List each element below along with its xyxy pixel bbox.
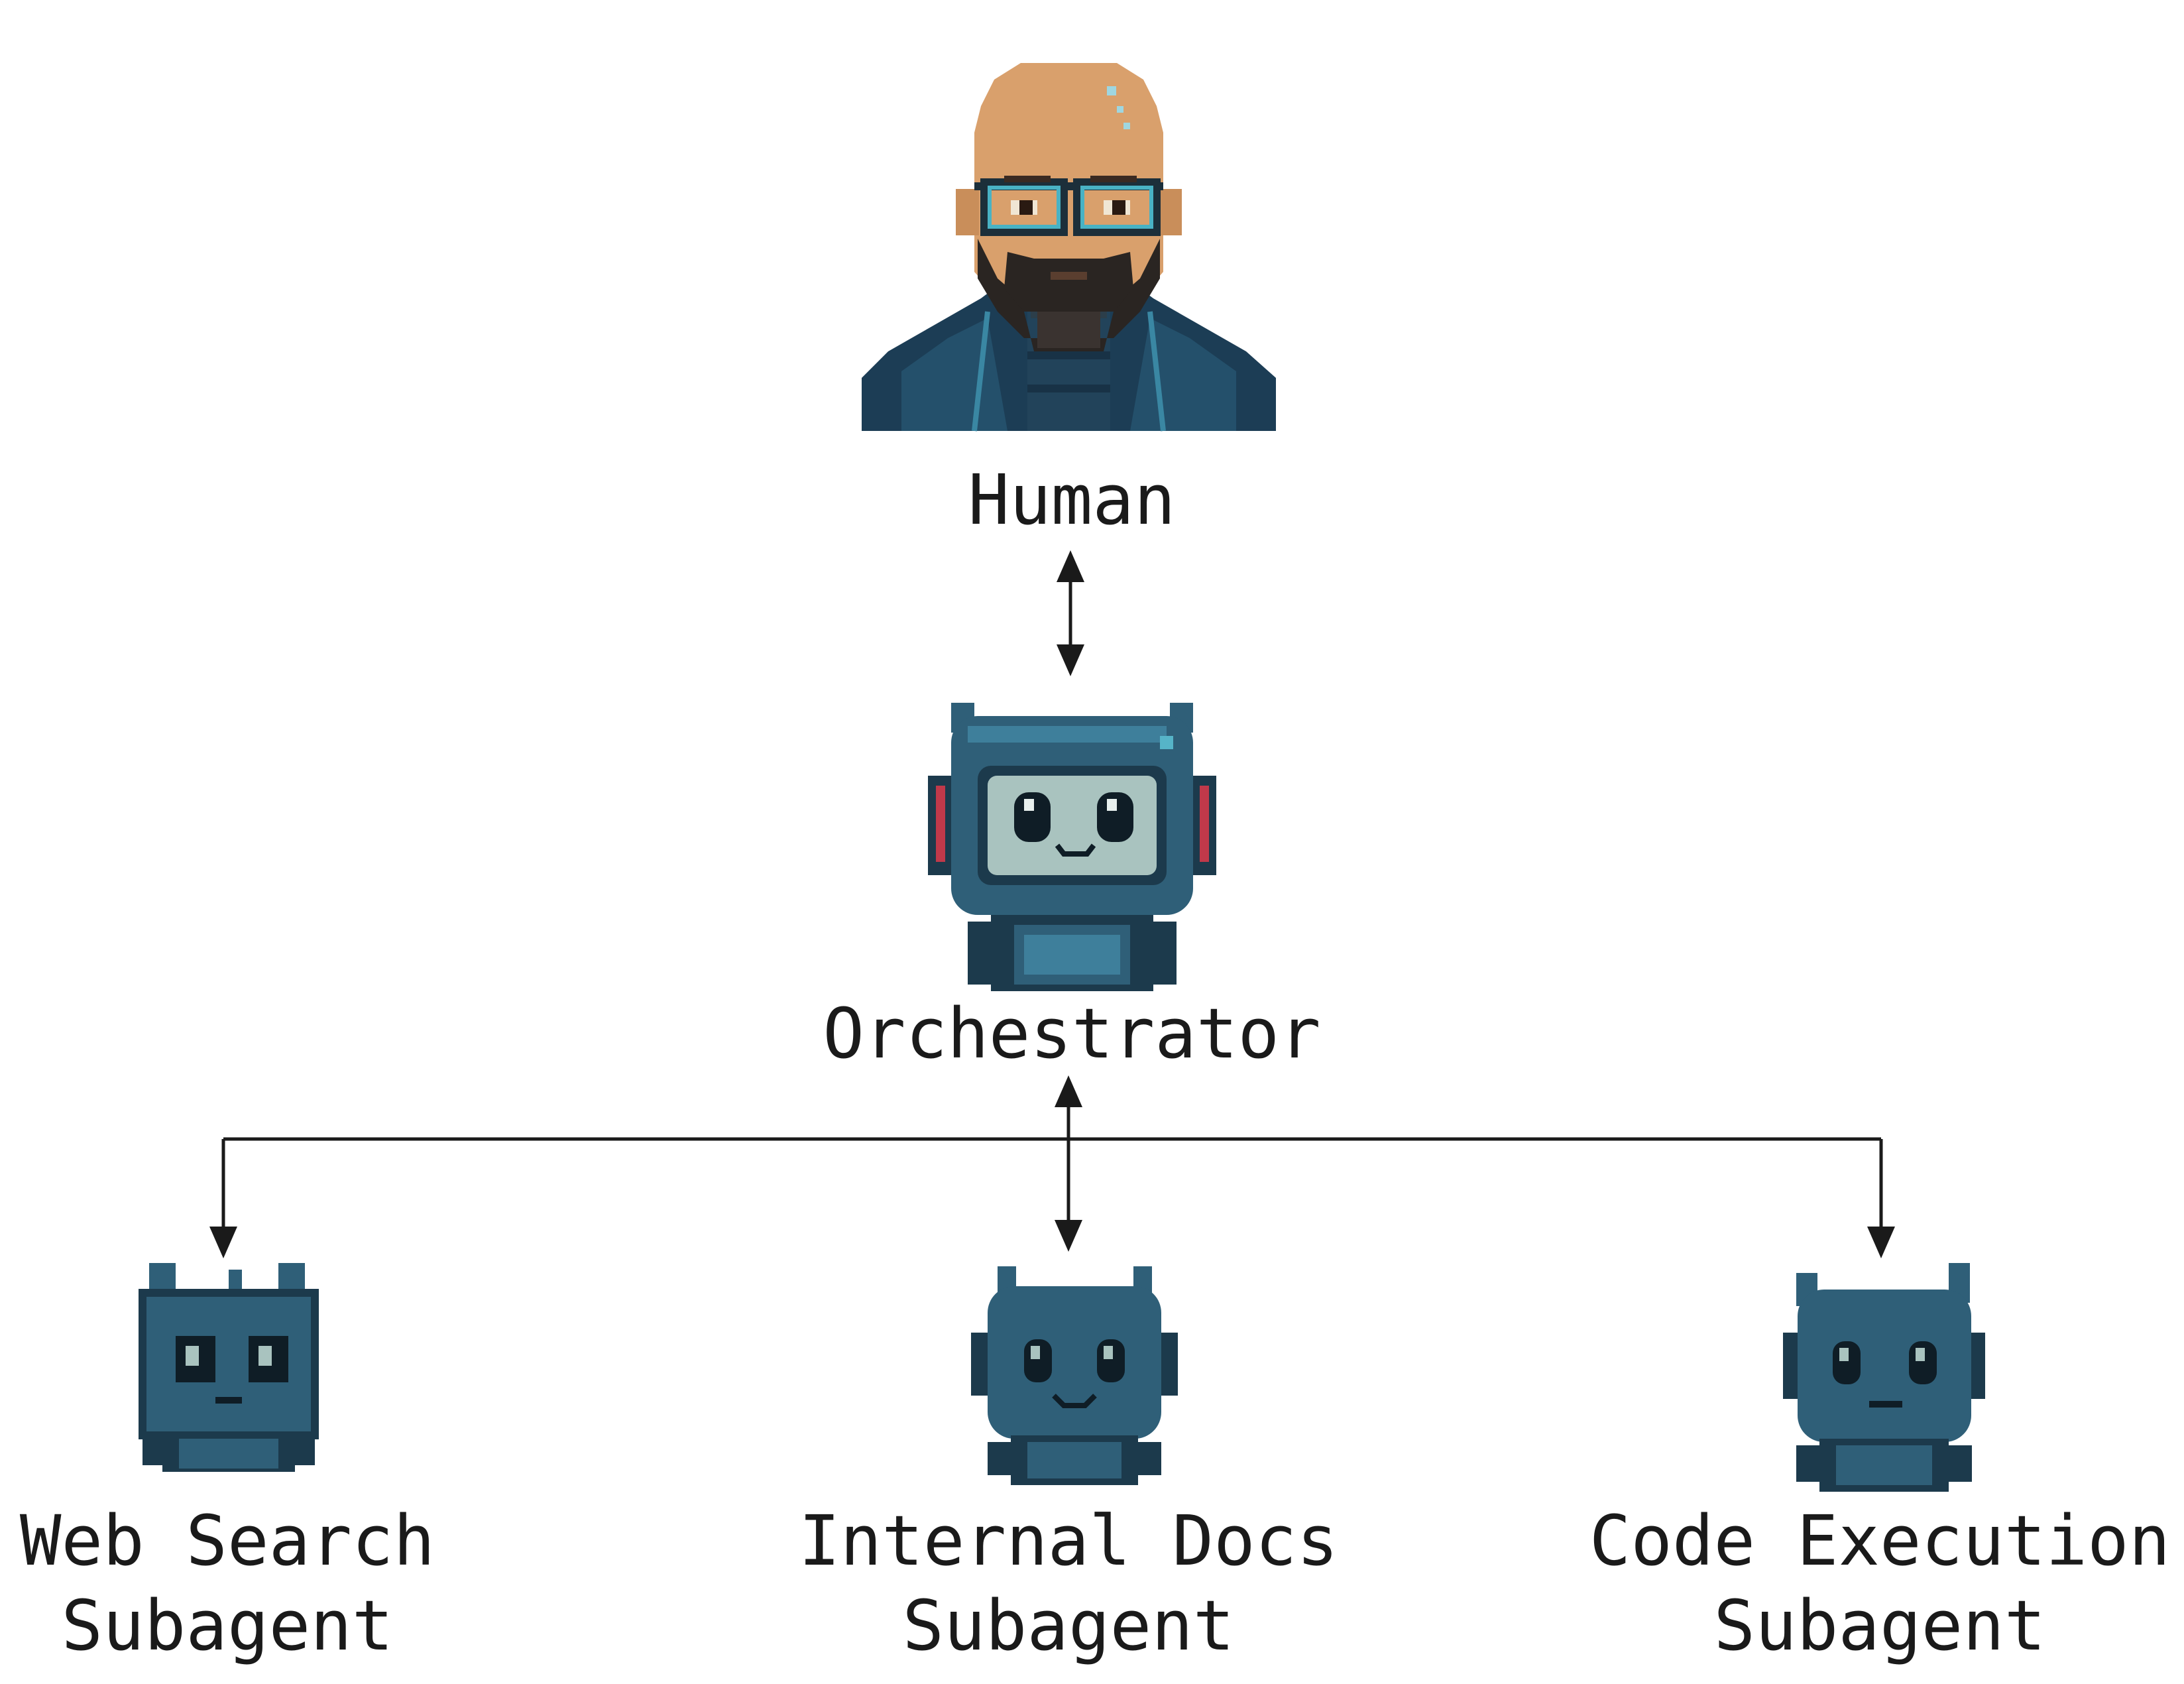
web-search-label-line1: Web Search	[20, 1500, 435, 1581]
labels: Human Orchestrator Web Search Subagent I…	[20, 459, 2170, 1666]
code-execution-label-line2: Subagent	[1714, 1585, 2046, 1666]
web-search-label-line2: Subagent	[62, 1585, 394, 1666]
arrowhead-up-icon	[1057, 550, 1084, 582]
arrowhead-down-icon	[209, 1227, 237, 1258]
arrowhead-down-icon	[1867, 1227, 1895, 1258]
web-search-robot-icon	[139, 1263, 319, 1472]
code-execution-robot-icon	[1783, 1263, 1985, 1492]
connectors	[209, 550, 1895, 1258]
human-avatar-icon	[862, 63, 1276, 432]
arrowhead-up-icon	[1055, 1075, 1082, 1107]
arrowhead-down-icon	[1055, 1220, 1082, 1252]
edge-human-orchestrator	[1057, 550, 1084, 676]
code-execution-label-line1: Code Execution	[1589, 1500, 2171, 1581]
internal-docs-robot-icon	[971, 1266, 1178, 1485]
human-label: Human	[968, 459, 1175, 540]
arrowhead-down-icon	[1057, 644, 1084, 676]
orchestrator-label: Orchestrator	[823, 993, 1320, 1074]
internal-docs-label-line2: Subagent	[903, 1585, 1235, 1666]
edge-orchestrator-branches	[209, 1137, 1895, 1258]
edge-orchestrator-internal-docs	[1055, 1075, 1082, 1252]
internal-docs-label-line1: Internal Docs	[799, 1500, 1338, 1581]
orchestrator-robot-icon	[928, 703, 1216, 991]
